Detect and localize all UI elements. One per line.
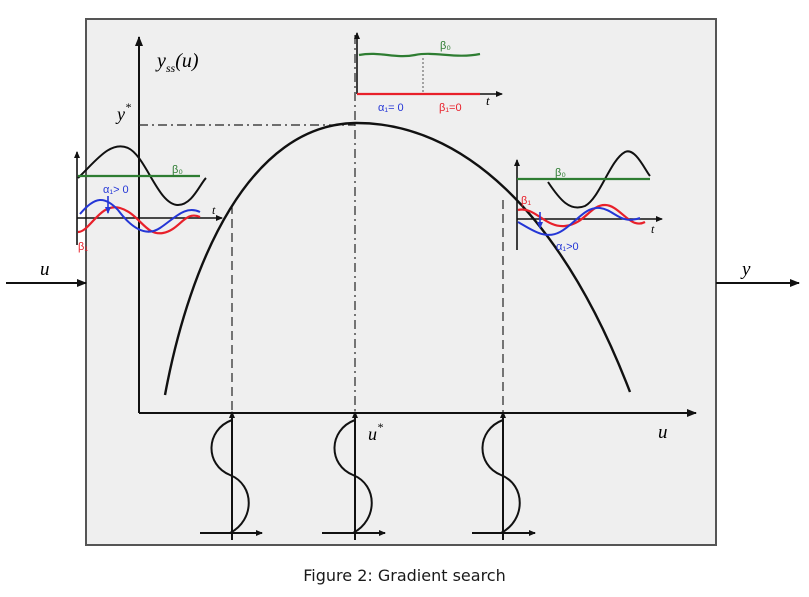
- left-beta1-label: β₁: [78, 241, 88, 253]
- right-blue-signal: [517, 206, 641, 236]
- center-output-signal: [358, 52, 481, 58]
- left-red-signal: [77, 206, 201, 235]
- left-blue-signal: [79, 199, 201, 233]
- output-label: y: [740, 259, 751, 280]
- right-alpha1-label: α₁>0: [556, 241, 579, 253]
- right-beta1-label: β₁: [521, 195, 531, 207]
- bottom-input-center: [322, 411, 386, 540]
- right-beta0-label: β₀: [555, 167, 566, 179]
- center-beta0-label: β₀: [440, 40, 451, 52]
- left-alpha1-label: α₁> 0: [103, 184, 129, 196]
- left-beta0-label: β₀: [172, 164, 183, 176]
- figure-caption: Figure 2: Gradient search: [303, 566, 506, 585]
- bottom-input-right: [472, 411, 536, 540]
- u-axis-label: u: [658, 422, 668, 443]
- ystar-label: y*: [115, 100, 131, 124]
- right-inset: β₀ α₁>0 β₁ t: [514, 150, 663, 253]
- center-alpha1-label: α₁= 0: [378, 102, 404, 114]
- center-beta1-label: β₁=0: [439, 102, 462, 114]
- center-inset: β₀ α₁= 0 β₁=0 t: [354, 32, 503, 114]
- plant-box: [85, 18, 717, 546]
- left-inset: β₀ α₁> 0 β₁ t: [74, 145, 223, 253]
- left-t-label: t: [212, 203, 216, 217]
- ustar-label: u*: [368, 420, 383, 444]
- yss-label: yss(u): [155, 50, 199, 75]
- input-label: u: [40, 259, 50, 280]
- steady-state-curve: [163, 121, 632, 396]
- right-t-label: t: [651, 222, 655, 236]
- bottom-input-left: [200, 411, 263, 540]
- center-t-label: t: [486, 93, 490, 108]
